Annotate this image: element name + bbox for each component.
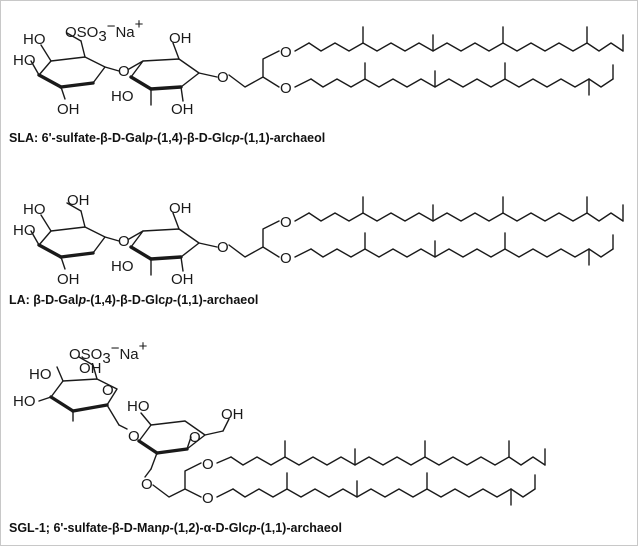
structure-sgl1: HO OH HO OSO3−Na+ O O HO OH O O O O: [13, 338, 546, 507]
sla-oh-1: OH: [57, 101, 80, 118]
sgl1-glc-ring: [137, 412, 230, 478]
sla-o-link: O: [118, 63, 130, 80]
sla-o-glyc: O: [217, 69, 229, 86]
la-glycerol: [228, 212, 312, 258]
sgl1-ho-2: HO: [13, 393, 36, 410]
la-o-link: O: [118, 233, 130, 250]
la-gal-ring: [30, 202, 120, 270]
sgl1-oh-1: OH: [79, 360, 102, 377]
sla-phytanyl-chain-2: [310, 62, 614, 96]
sla-oh-2: OH: [169, 30, 192, 47]
sla-glc-ring: [128, 42, 218, 106]
sla-o-ether-1: O: [280, 44, 292, 61]
sgl1-man-ring: [38, 356, 128, 430]
sla-ho-3: HO: [111, 88, 134, 105]
sla-o-ether-2: O: [280, 80, 292, 97]
sla-phytanyl-chain-1: [308, 26, 624, 52]
la-phytanyl-chain-1: [308, 196, 624, 222]
sgl1-ho-1: HO: [29, 366, 52, 383]
sla-oh-3: OH: [171, 101, 194, 118]
sla-ho-2: HO: [13, 52, 36, 69]
sgl1-o-ether-2: O: [202, 490, 214, 507]
caption-la: LA: β-D-Galp-(1,4)-β-D-Glcp-(1,1)-archae…: [9, 293, 259, 307]
structure-sla: HO HO OH OSO3−Na+ O OH HO OH O O O: [13, 16, 624, 118]
la-oh-2: OH: [169, 200, 192, 217]
structure-la: HO HO OH OH O OH HO OH O O O: [13, 192, 624, 288]
sla-glycerol: [228, 42, 312, 88]
sgl1-ho-3: HO: [127, 398, 150, 415]
sgl1-glycerol: [152, 456, 234, 498]
sla-oso3: OSO3−Na+: [65, 16, 144, 45]
sgl1-oh-2: OH: [221, 406, 244, 423]
la-glc-ring: [128, 212, 218, 276]
la-o-ether-2: O: [280, 250, 292, 267]
sgl1-phytanyl-chain-1: [230, 440, 546, 466]
la-ho-2: HO: [13, 222, 36, 239]
sgl1-o-link: O: [128, 428, 140, 445]
sgl1-o-ring: O: [102, 382, 114, 399]
caption-sgl1: SGL-1; 6'-sulfate-β-D-Manp-(1,2)-α-D-Glc…: [9, 521, 342, 535]
caption-sla: SLA: 6'-sulfate-β-D-Galp-(1,4)-β-D-Glcp-…: [9, 131, 326, 145]
la-phytanyl-chain-2: [310, 232, 614, 266]
sgl1-o-ether-1: O: [202, 456, 214, 473]
la-o-glyc: O: [217, 239, 229, 256]
la-ho-3: HO: [111, 258, 134, 275]
sgl1-phytanyl-chain-2: [232, 472, 536, 506]
sgl1-oso3: OSO3−Na+: [69, 338, 148, 367]
la-oh-0: OH: [67, 192, 90, 209]
sla-gal-ring: [30, 32, 120, 100]
la-ho-1: HO: [23, 201, 46, 218]
la-o-ether-1: O: [280, 214, 292, 231]
la-oh-1: OH: [57, 271, 80, 288]
la-oh-3: OH: [171, 271, 194, 288]
sgl1-o-ring-2: O: [189, 429, 201, 446]
sla-ho-1: HO: [23, 31, 46, 48]
sgl1-o-glyc: O: [141, 476, 153, 493]
